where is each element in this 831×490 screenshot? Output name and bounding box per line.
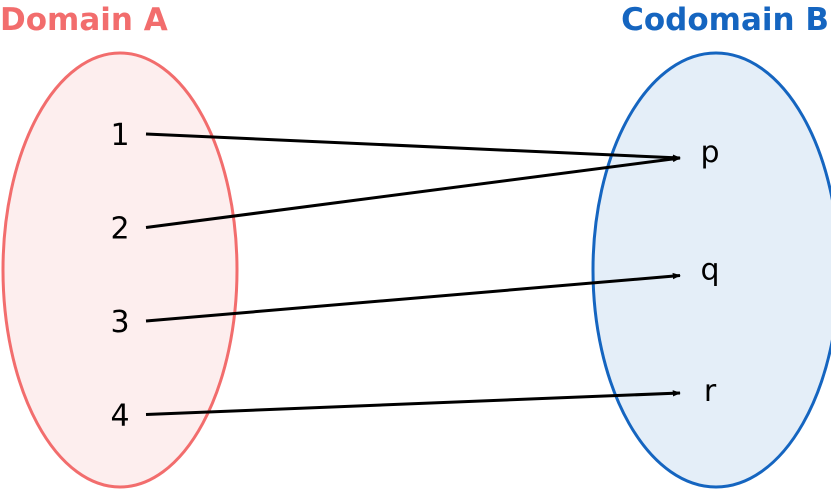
mapping-arrow-2-to-p — [145, 155, 681, 229]
codomain-element: r — [704, 374, 717, 409]
domain-element: 3 — [110, 305, 129, 340]
mapping-arrow-1-to-p — [145, 132, 681, 161]
domain-title: Domain A — [0, 2, 168, 38]
domain-element: 1 — [110, 118, 129, 153]
codomain-element: q — [700, 253, 719, 288]
domain-element: 4 — [110, 399, 129, 434]
domain-set-ellipse — [1, 51, 239, 489]
mapping-arrow-4-to-r — [145, 390, 681, 416]
codomain-element: p — [700, 135, 719, 170]
mapping-arrow-3-to-q — [145, 272, 681, 323]
codomain-title: Codomain B — [621, 2, 829, 38]
domain-element: 2 — [110, 212, 129, 247]
